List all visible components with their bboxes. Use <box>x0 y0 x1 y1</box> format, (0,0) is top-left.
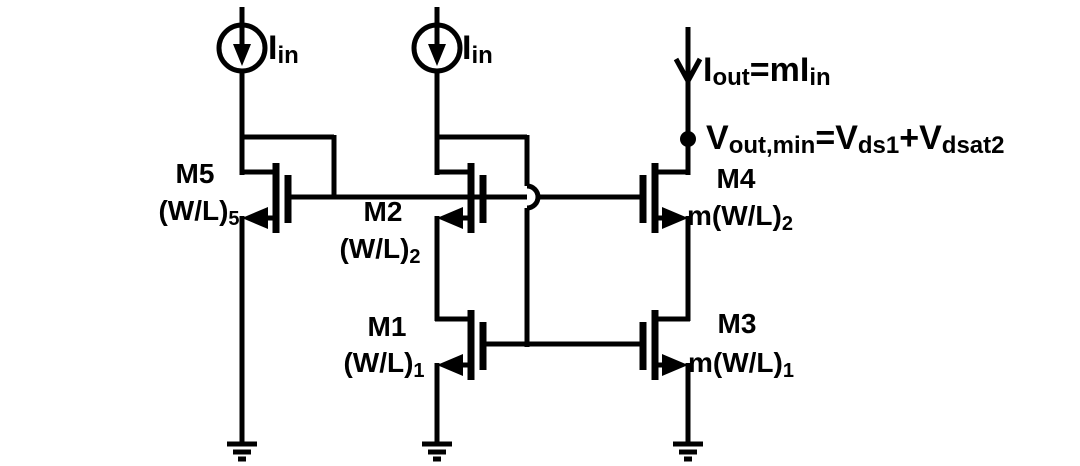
wires <box>239 7 691 444</box>
label-m2-size: (W/L)2 <box>339 233 421 268</box>
transistor-m4 <box>639 163 690 233</box>
label-m1-name: M1 <box>367 311 407 342</box>
transistor-m1 <box>435 310 487 380</box>
transistor-m3 <box>639 310 690 380</box>
label-iin-left: Iin <box>268 29 299 68</box>
label-iin-middle: Iin <box>462 29 493 68</box>
label-m3-name: M3 <box>717 308 757 339</box>
current-source-left-icon <box>216 22 268 74</box>
label-m4-size: m(W/L)2 <box>687 200 793 235</box>
label-m3-size: m(W/L)1 <box>688 347 794 382</box>
ground-symbol-left <box>227 441 257 462</box>
label-m5-size: (W/L)5 <box>158 195 240 230</box>
source-arrow-icon <box>662 207 688 229</box>
transistor-m2 <box>435 163 487 233</box>
source-arrow-icon <box>662 354 688 376</box>
output-current-arrow-icon <box>673 57 703 87</box>
current-arrow-down-icon <box>233 44 251 66</box>
iin-middle-symbol: I <box>462 29 472 67</box>
iin-middle-subscript: in <box>471 42 493 69</box>
source-arrow-icon <box>242 207 268 229</box>
iin-left-subscript: in <box>277 42 299 69</box>
transistor-m5 <box>240 163 292 233</box>
label-m5-name: M5 <box>175 158 215 189</box>
label-output-voltage: Vout,min=Vds1+Vdsat2 <box>706 119 1005 159</box>
label-m1-size: (W/L)1 <box>343 347 425 382</box>
label-m2-name: M2 <box>363 196 403 227</box>
output-node-dot <box>680 131 696 147</box>
wire-crossover-hop-icon <box>526 183 541 211</box>
source-arrow-icon <box>437 354 463 376</box>
ground-symbol-middle <box>422 441 452 462</box>
source-arrow-icon <box>437 207 463 229</box>
current-source-middle-icon <box>411 22 463 74</box>
label-output-current: Iout=mIin <box>703 51 831 91</box>
current-arrow-down-icon <box>428 44 446 66</box>
ground-symbol-right <box>673 441 703 462</box>
label-m4-name: M4 <box>716 163 756 194</box>
iin-left-symbol: I <box>268 29 278 67</box>
